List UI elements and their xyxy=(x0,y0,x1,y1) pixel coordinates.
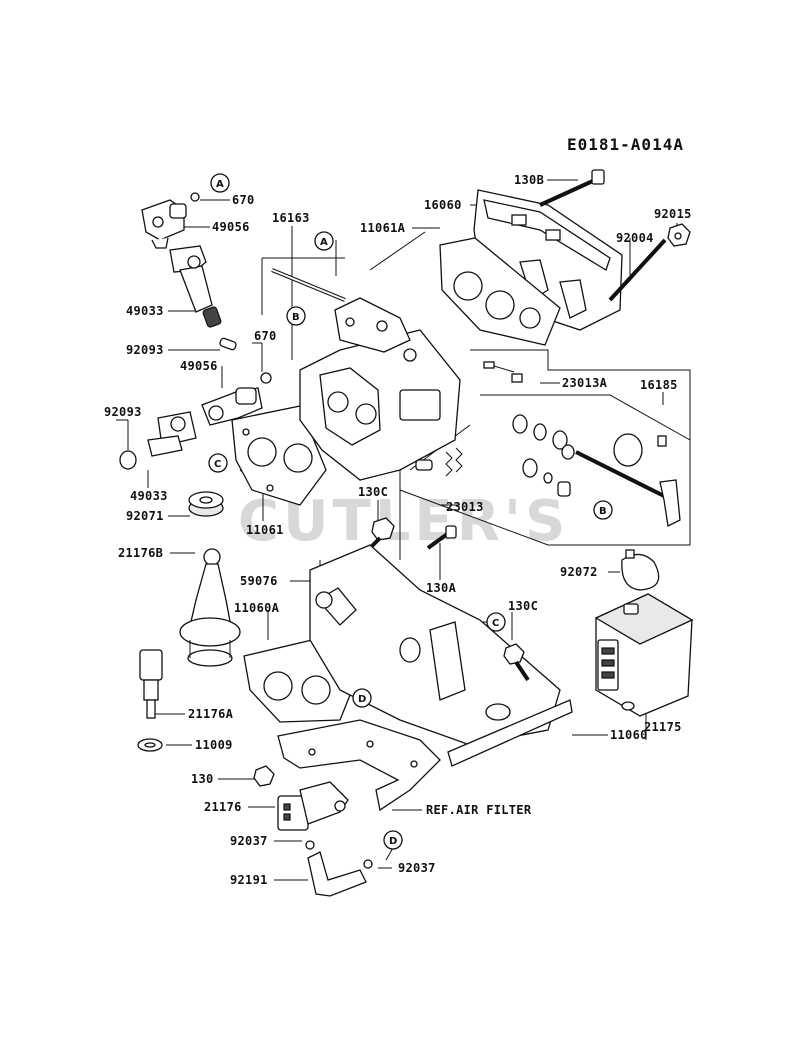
label-11061: 11061 xyxy=(246,523,284,537)
callout-A-top: A xyxy=(210,173,230,193)
gasket-11061A xyxy=(439,237,561,346)
diagram-code: E0181-A014A xyxy=(567,135,684,154)
label-92037-left: 92037 xyxy=(230,834,268,848)
o-ring-670-lower xyxy=(260,372,272,384)
label-16185: 16185 xyxy=(640,378,678,392)
label-92071: 92071 xyxy=(126,509,164,523)
label-670-top: 670 xyxy=(232,193,255,207)
spring-23013 xyxy=(415,447,463,477)
label-670-mid: 670 xyxy=(254,329,277,343)
sensor-21176A xyxy=(139,649,163,719)
svg-text:B: B xyxy=(292,312,300,323)
label-49056-top: 49056 xyxy=(212,220,250,234)
part-number-labels: 670 49056 16163 49033 92093 670 49056 92… xyxy=(104,173,692,887)
seal-92093-mid xyxy=(119,450,137,470)
bolt-130B xyxy=(539,169,605,207)
bolt-130C-lower xyxy=(503,643,530,682)
throttle-shaft-16185 xyxy=(512,414,681,527)
fuel-fitting-49056-top xyxy=(141,199,187,249)
svg-text:B: B xyxy=(599,506,607,517)
bar-11060 xyxy=(447,699,573,767)
bolt-130C-top xyxy=(370,517,395,548)
o-ring-670-upper xyxy=(190,192,200,202)
bracket xyxy=(277,719,441,812)
svg-text:A: A xyxy=(320,237,328,248)
label-130: 130 xyxy=(191,772,214,786)
label-21176A: 21176A xyxy=(188,707,234,721)
svg-text:C: C xyxy=(492,618,499,629)
throttle-body xyxy=(299,297,461,481)
svg-text:D: D xyxy=(389,836,397,847)
label-11060: 11060 xyxy=(610,728,648,742)
label-92093-top: 92093 xyxy=(126,343,164,357)
callout-B-right: B xyxy=(593,500,613,520)
callout-A-mid: A xyxy=(314,231,334,251)
label-92072: 92072 xyxy=(560,565,598,579)
label-21175: 21175 xyxy=(644,720,682,734)
callout-D-mid: D xyxy=(352,688,372,708)
callout-D-low: D xyxy=(383,830,403,850)
label-59076: 59076 xyxy=(240,574,278,588)
sensor-21176 xyxy=(277,781,349,831)
label-49033-top: 49033 xyxy=(126,304,164,318)
callout-C-right: C xyxy=(486,612,506,632)
bolt-130 xyxy=(253,765,275,787)
injector-49056-mid xyxy=(201,387,263,426)
svg-text:A: A xyxy=(216,179,224,190)
label-11061A: 11061A xyxy=(360,221,406,235)
label-11060A: 11060A xyxy=(234,601,280,615)
bolt-16163 xyxy=(271,268,346,302)
ecu-21175 xyxy=(594,593,694,717)
nut-92015 xyxy=(667,223,691,247)
svg-text:D: D xyxy=(358,694,366,705)
label-92093-mid: 92093 xyxy=(104,405,142,419)
clip-92037-right xyxy=(363,859,373,869)
label-92037-right: 92037 xyxy=(398,861,436,875)
callout-C-left: C xyxy=(208,453,228,473)
injector-49033-top xyxy=(169,245,222,328)
label-21176: 21176 xyxy=(204,800,242,814)
label-ref-air-filter: REF.AIR FILTER xyxy=(426,803,532,817)
o-ring-92093-top xyxy=(219,337,237,351)
label-130C-lower: 130C xyxy=(508,599,538,613)
washer-11009 xyxy=(137,738,163,752)
svg-text:C: C xyxy=(214,459,221,470)
label-11009: 11009 xyxy=(195,738,233,752)
label-130B: 130B xyxy=(514,173,544,187)
label-92004: 92004 xyxy=(616,231,654,245)
label-130C-top: 130C xyxy=(358,485,388,499)
label-16060: 16060 xyxy=(424,198,462,212)
hose-92191 xyxy=(307,851,367,897)
label-16163: 16163 xyxy=(272,211,310,225)
label-92015: 92015 xyxy=(654,207,692,221)
grommet-92071 xyxy=(188,491,224,517)
label-21176B: 21176B xyxy=(118,546,163,560)
label-23013A: 23013A xyxy=(562,376,608,390)
label-130A: 130A xyxy=(426,581,457,595)
label-23013: 23013 xyxy=(446,500,484,514)
bolt-92004 xyxy=(608,238,667,302)
label-92191: 92191 xyxy=(230,873,268,887)
lower-body-59076 xyxy=(309,544,561,746)
label-49056-mid: 49056 xyxy=(180,359,218,373)
injector-49033-mid xyxy=(147,411,197,457)
gasket-11061 xyxy=(231,405,327,506)
bolt-130A xyxy=(426,525,457,550)
parts-23013A xyxy=(483,361,523,383)
clamp-92072 xyxy=(621,549,660,591)
callout-B-left: B xyxy=(286,306,306,326)
label-49033-mid: 49033 xyxy=(130,489,168,503)
sensor-21176B xyxy=(179,548,241,667)
clip-92037-left xyxy=(305,840,315,850)
